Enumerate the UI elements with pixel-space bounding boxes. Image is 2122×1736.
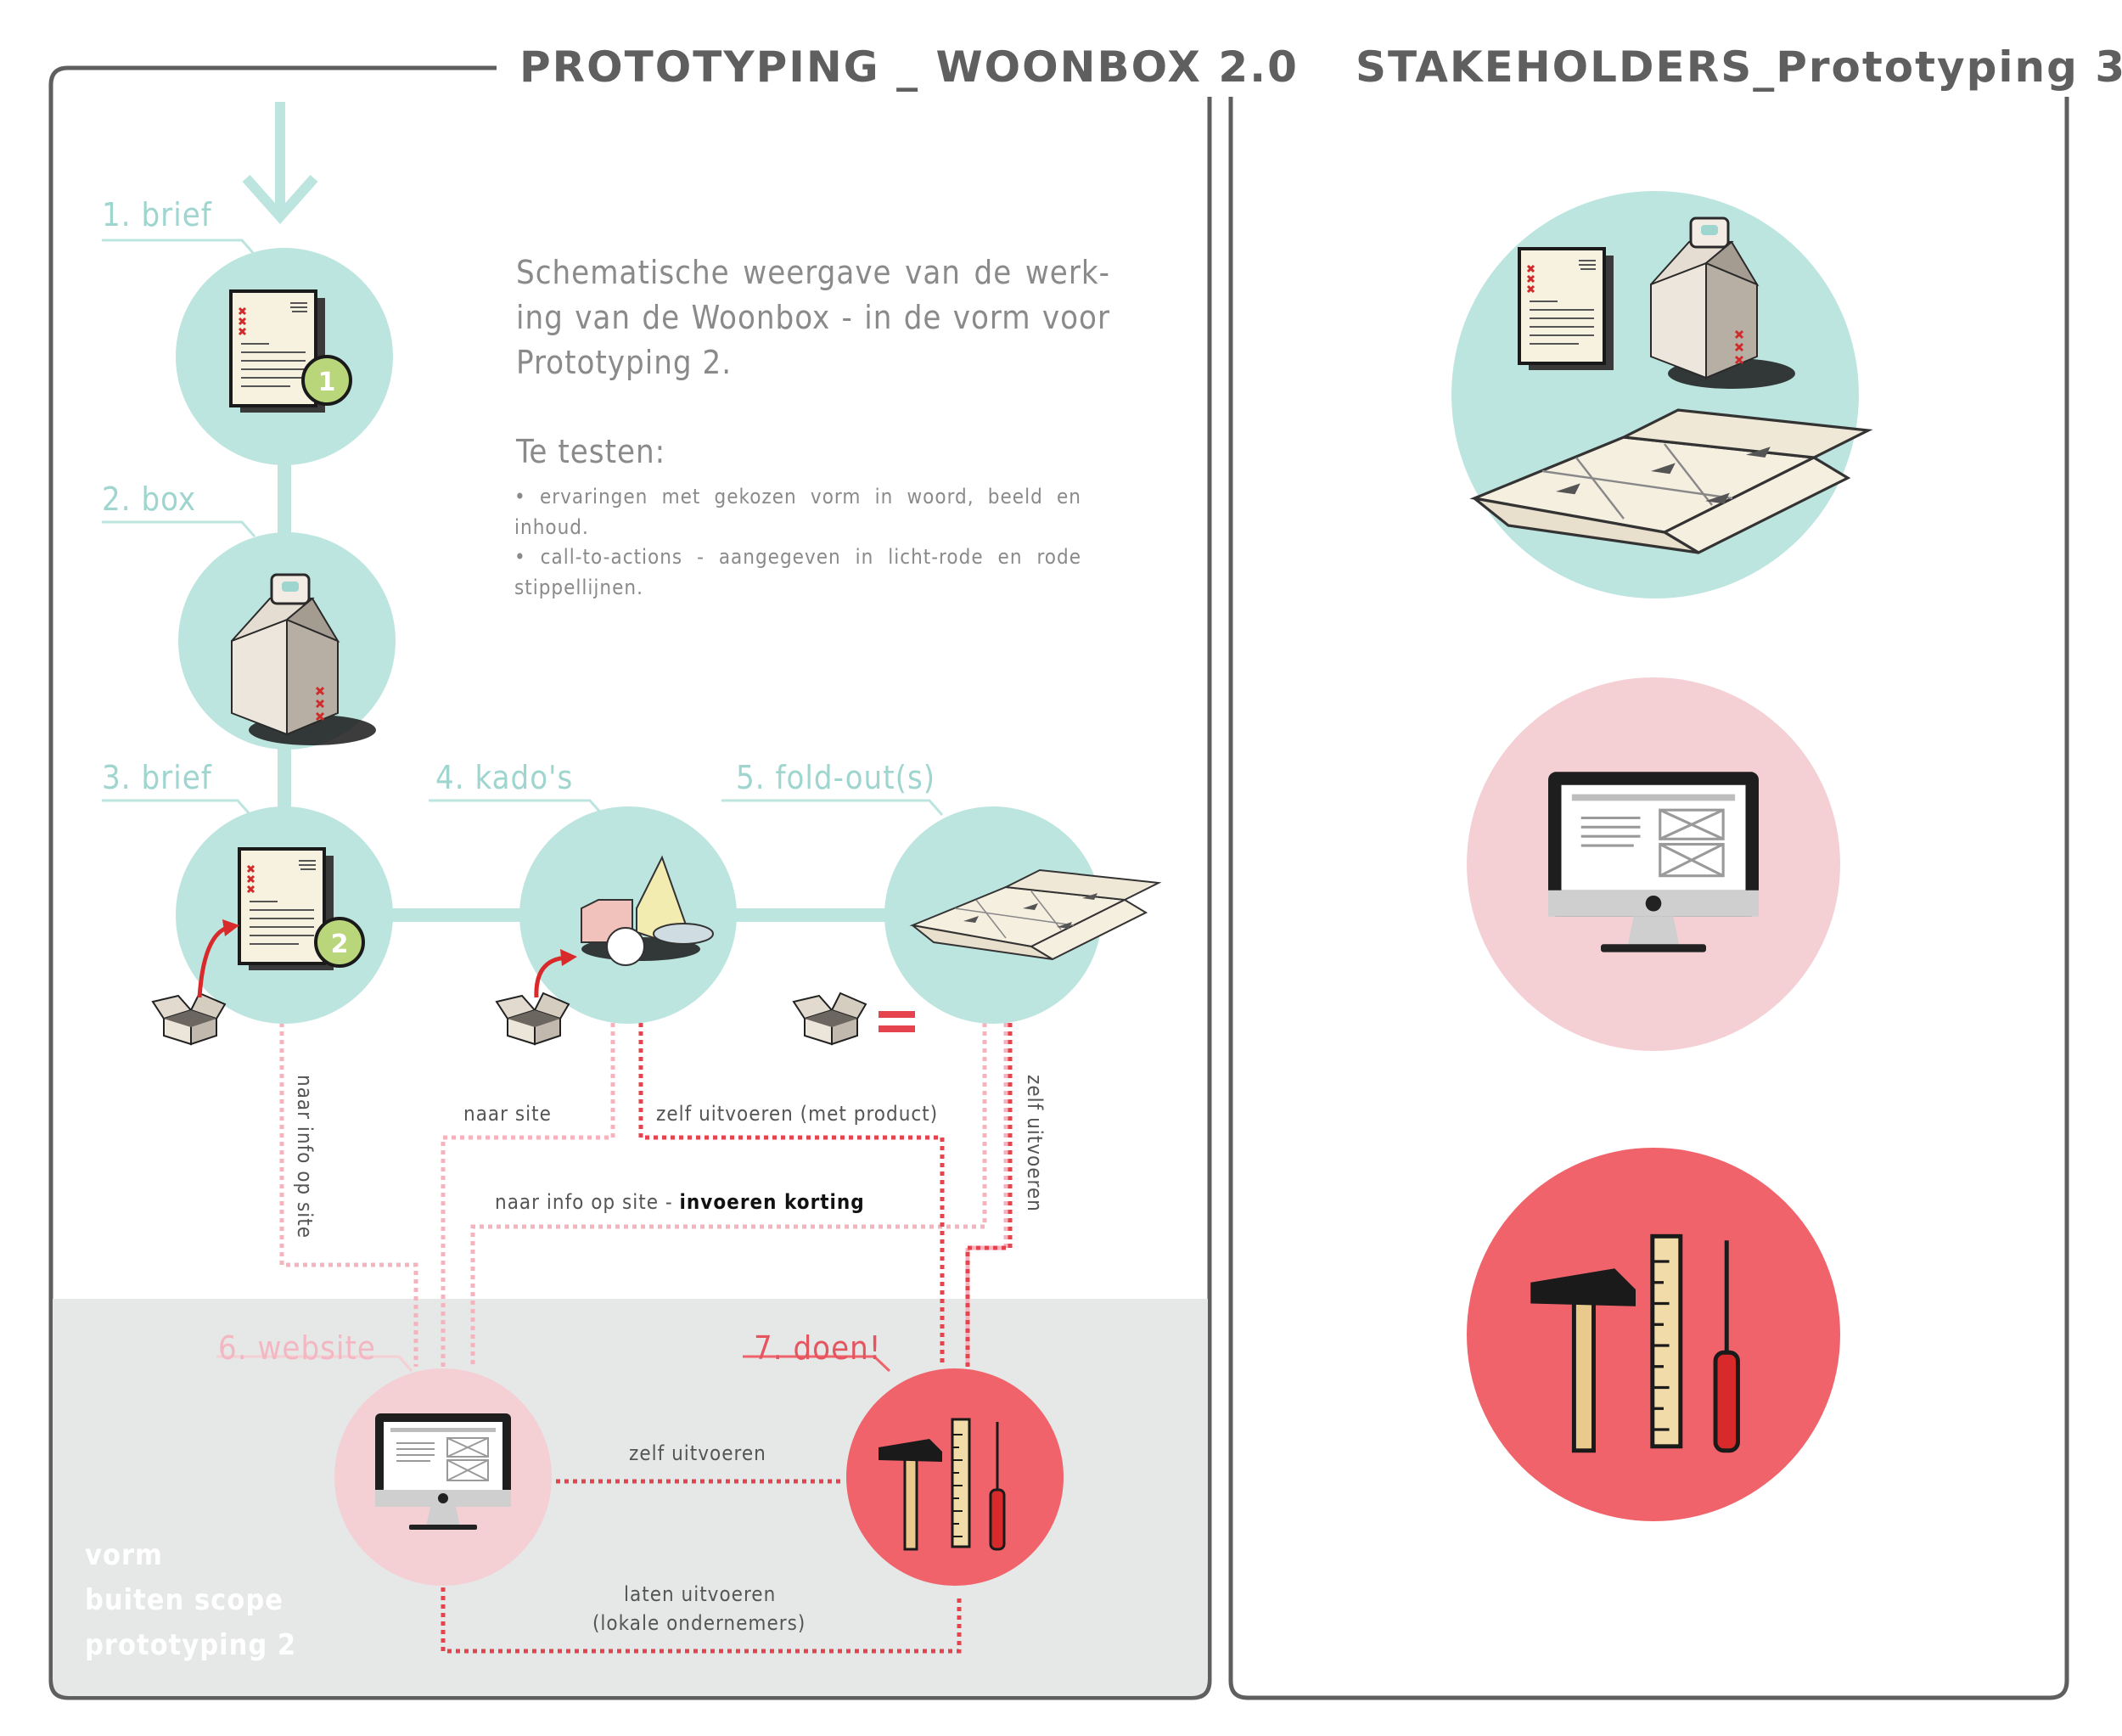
small-box-icon	[152, 992, 226, 1045]
right-panel-title: STAKEHOLDERS_Prototyping 3	[1337, 37, 2122, 97]
small-box-icon	[793, 992, 867, 1045]
bullet-1: • ervaringen met gekozen vorm in woord, …	[514, 485, 1081, 539]
letter-icon	[1518, 247, 1615, 372]
svg-text:1: 1	[318, 368, 336, 397]
scope-note-line-1: vorm	[85, 1538, 163, 1572]
left-frame-top-left	[48, 65, 497, 1333]
label-leaders	[102, 239, 944, 816]
entry-arrow	[242, 102, 318, 225]
flow-zelf-uitvoeren: zelf uitvoeren	[622, 1440, 773, 1467]
step-5-label: 5. fold-out(s)	[736, 759, 936, 796]
flow-naar-info-op-site: naar info op site	[291, 1068, 318, 1245]
step-2-label: 2. box	[102, 480, 197, 518]
step-4-label: 4. kado's	[435, 759, 574, 796]
test-heading: Te testen:	[516, 433, 666, 470]
equals-sign	[879, 1011, 915, 1032]
description: Schematische weergave van de werk- ing v…	[516, 254, 1110, 381]
flow-naar-site: naar site	[457, 1100, 559, 1127]
bullet-2: • call-to-actions - aangegeven in licht-…	[514, 545, 1081, 599]
invoeren-korting-text: invoeren korting	[679, 1190, 865, 1214]
small-box-icon	[496, 992, 570, 1045]
scope-note-line-2: buiten scope	[85, 1583, 283, 1617]
flow-zelf-uitvoeren-product: zelf uitvoeren (met product)	[649, 1100, 946, 1127]
step-1-label: 1. brief	[102, 196, 212, 233]
step-7-label: 7. doen!	[754, 1329, 882, 1367]
step-6-label: 6. website	[218, 1329, 376, 1367]
scope-note-line-3: prototyping 2	[85, 1628, 297, 1662]
step-3-label: 3. brief	[102, 759, 212, 796]
flow-zelf-uitvoeren-vertical: zelf uitvoeren	[1021, 1068, 1048, 1219]
flows-red	[441, 1023, 1013, 1654]
flow-laten-uitvoeren: laten uitvoeren	[617, 1581, 783, 1608]
left-panel-title: PROTOTYPING _ WOONBOX 2.0	[501, 37, 1317, 97]
flow-lokale-ondernemers: (lokale ondernemers)	[586, 1610, 813, 1637]
teal-connectors	[278, 458, 891, 922]
flow-naar-info-invoeren: naar info op site - invoeren korting	[488, 1188, 872, 1216]
svg-text:2: 2	[331, 930, 349, 959]
